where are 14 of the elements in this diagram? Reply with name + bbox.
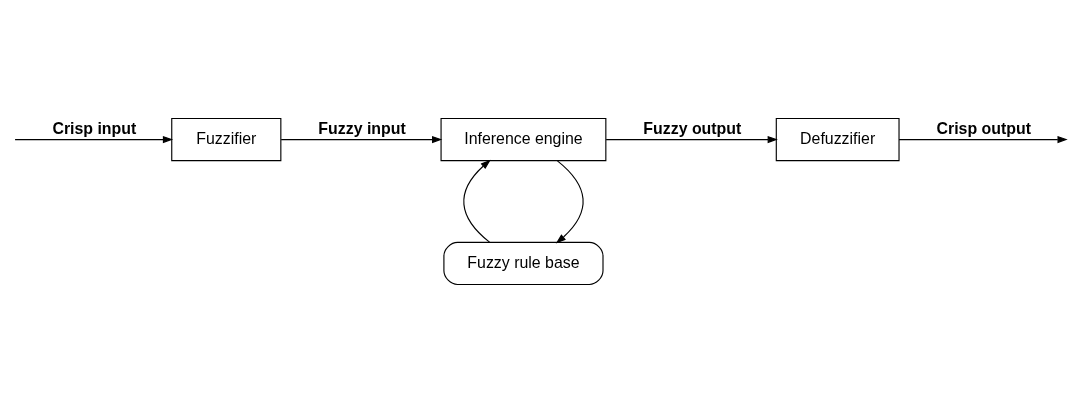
edge-label: Crisp output [936, 119, 1031, 137]
node-box: Fuzzifier [171, 117, 282, 161]
arrow [555, 159, 584, 243]
arrow [605, 135, 778, 143]
node-box: Inference engine [440, 117, 607, 161]
arrow [898, 135, 1068, 143]
node-box: Defuzzifier [775, 117, 900, 161]
arrow [280, 135, 443, 143]
arrow [14, 135, 174, 143]
node-box: Fuzzy rule base [443, 241, 604, 285]
edge-label: Crisp input [52, 119, 137, 137]
edge-label: Fuzzy output [643, 119, 742, 137]
edge-label: Fuzzy input [318, 119, 406, 137]
arrow [463, 159, 491, 243]
